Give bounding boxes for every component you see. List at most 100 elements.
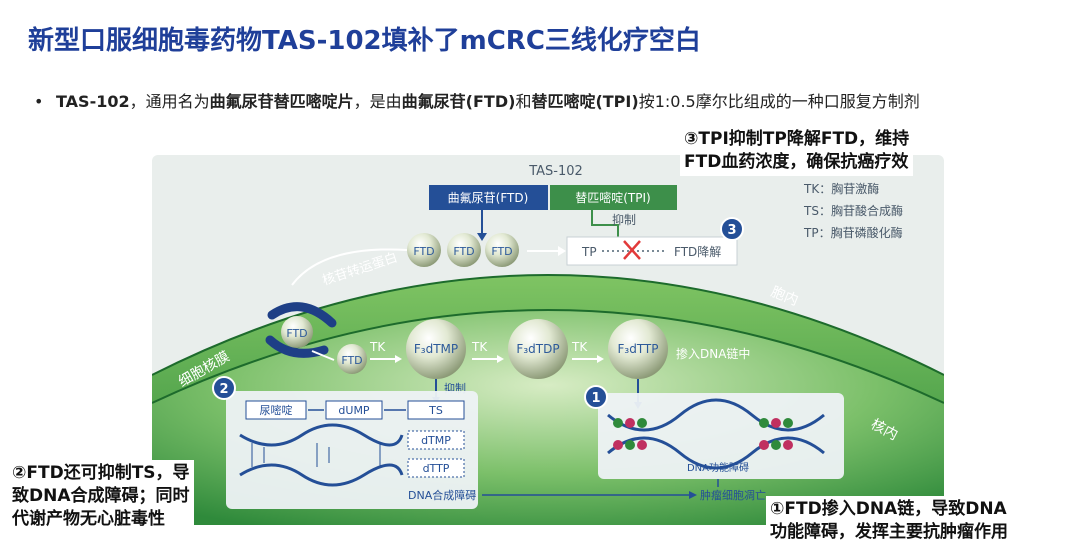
step-1-number: 1 [591, 391, 600, 406]
f3dtdp-ball [508, 319, 568, 379]
transporter-bottom [265, 335, 329, 358]
base-marker [637, 418, 647, 428]
drug-name: TAS-102 [56, 92, 130, 111]
dna-helix-left [239, 423, 404, 487]
callout-3-line-2: FTD血药浓度，确保抗癌疗效 [684, 152, 909, 172]
ftd-box [429, 185, 548, 210]
tk-label-2: TK [471, 340, 488, 354]
f3dtmp-label: F₃dTMP [414, 342, 458, 356]
tk-label-3: TK [571, 340, 588, 354]
callout-step-2: ②FTD还可抑制TS，导 致DNA合成障碍；同时 代谢产物无心脏毒性 [8, 460, 194, 533]
tk-arrowhead-3 [597, 355, 604, 363]
generic-name: 曲氟尿苷替匹嘧啶片 [209, 92, 354, 111]
ftd-degrade-label: FTD降解 [674, 245, 721, 259]
dna-func-label: DNA功能障碍 [687, 461, 749, 474]
ts-box [407, 400, 465, 420]
callout-step-1: ①FTD掺入DNA链，导致DNA 功能障碍，发挥主要抗肿瘤作用 [766, 496, 1012, 546]
helix-strand-2 [607, 436, 825, 470]
ts-label: TS [428, 404, 443, 417]
membrane-line-inner [152, 309, 944, 404]
callout-1-line-1: ①FTD掺入DNA链，导致DNA [770, 499, 1007, 519]
base-marker [783, 440, 793, 450]
f3dttp-label: F₃dTTP [617, 342, 658, 356]
base-marker [771, 418, 781, 428]
tumor-death-label: 肿瘤细胞凋亡 [700, 488, 766, 502]
transported-ftd-ball [281, 316, 313, 348]
page-title: 新型口服细胞毒药物TAS-102填补了mCRC三线化疗空白 [28, 26, 701, 56]
desc-text-1: ，通用名为 [129, 92, 210, 111]
mechanism-diagram: TAS-102 曲氟尿苷(FTD) 替匹嘧啶(TPI) 抑制 TP FTD降解 … [152, 155, 944, 525]
step-2-number: 2 [219, 382, 228, 397]
ftd-ball [447, 233, 481, 267]
tas102-label: TAS-102 [528, 164, 583, 179]
synthesis-panel [226, 391, 478, 509]
transported-ftd-label: FTD [286, 327, 307, 340]
tpi-box-label: 替匹嘧啶(TPI) [575, 191, 650, 205]
drug-description: •TAS-102，通用名为曲氟尿苷替匹嘧啶片，是由曲氟尿苷(FTD)和替匹嘧啶(… [34, 88, 920, 112]
dump-box [325, 400, 383, 420]
helix-strand-1 [239, 423, 404, 447]
helix-strand-2 [239, 463, 404, 487]
dttp-box [407, 458, 465, 478]
desc-text-2: ，是由 [353, 92, 402, 111]
legend-tk: TK：胸苷激酶 [803, 181, 879, 196]
ftd-arrowhead [477, 233, 487, 241]
legend-tp: TP：胸苷磷酸化酶 [803, 225, 903, 240]
dna-function-panel [598, 393, 844, 479]
base-marker [625, 440, 635, 450]
transport-arrow [311, 350, 335, 361]
intracellular-ftd-ball [337, 344, 367, 374]
desc-text-3: 和 [515, 92, 532, 111]
base-marker [771, 440, 781, 450]
transporter-top [267, 302, 337, 328]
f3dttp-ball [608, 319, 668, 379]
tpi-box [550, 185, 677, 210]
uracil-box [245, 400, 307, 420]
f3dtmp-ball [406, 319, 466, 379]
step-3-number: 3 [727, 223, 736, 238]
tk-arrowhead-1 [395, 355, 402, 363]
callout-1-line-2: 功能障碍，发挥主要抗肿瘤作用 [770, 522, 1008, 542]
callout-2-line-2: 致DNA合成障碍；同时 [12, 486, 190, 506]
ftd-ball-label: FTD [491, 245, 512, 258]
dump-label: dUMP [338, 404, 370, 417]
desc-text-4: 按1:0.5摩尔比组成的一种口服复方制剂 [638, 92, 920, 111]
step-1-marker [584, 385, 608, 409]
base-marker [783, 418, 793, 428]
step-2-marker [212, 376, 236, 400]
intracellular-ftd-label: FTD [341, 354, 362, 367]
block-cross-2 [623, 240, 641, 260]
ftd-ball [407, 233, 441, 267]
inhibit-label: 抑制 [612, 212, 636, 227]
bullet-point: • [34, 92, 44, 111]
dttp-label: dTTP [423, 462, 450, 475]
callout-2-line-3: 代谢产物无心脏毒性 [12, 509, 165, 529]
synthesis-arrowhead [689, 491, 697, 499]
helix-strand-1 [607, 398, 825, 432]
base-marker [759, 440, 769, 450]
tk-label-1: TK [369, 340, 386, 354]
f3dtdp-label: F₃dTDP [516, 342, 559, 356]
ftd-ball [485, 233, 519, 267]
dtmp-box [407, 430, 465, 450]
dna-synth-label: DNA合成障碍 [408, 488, 476, 502]
base-marker [613, 440, 623, 450]
callout-2-line-1: ②FTD还可抑制TS，导 [12, 463, 190, 483]
incorporate-label: 掺入DNA链中 [676, 346, 750, 361]
callout-step-3: ③TPI抑制TP降解FTD，维持 FTD血药浓度，确保抗癌疗效 [680, 126, 914, 176]
ftd-ball-label: FTD [453, 245, 474, 258]
uptake-arrow [291, 248, 408, 286]
base-marker [759, 418, 769, 428]
tpi-arrow [591, 210, 619, 237]
membrane-line-outer [152, 274, 944, 376]
callout-3-line-1: ③TPI抑制TP降解FTD，维持 [684, 129, 910, 149]
ftd-ball-label: FTD [413, 245, 434, 258]
extracellular-ftd-group: FTD FTD FTD [407, 233, 519, 267]
base-marker [625, 418, 635, 428]
ftd-to-tp-arrowhead [558, 246, 566, 256]
step-3-marker [720, 217, 744, 241]
base-marker [613, 418, 623, 428]
ftd-box-label: 曲氟尿苷(FTD) [448, 191, 529, 205]
dtmp-label: dTMP [421, 434, 451, 447]
tpi-name: 替匹嘧啶(TPI) [531, 92, 639, 111]
